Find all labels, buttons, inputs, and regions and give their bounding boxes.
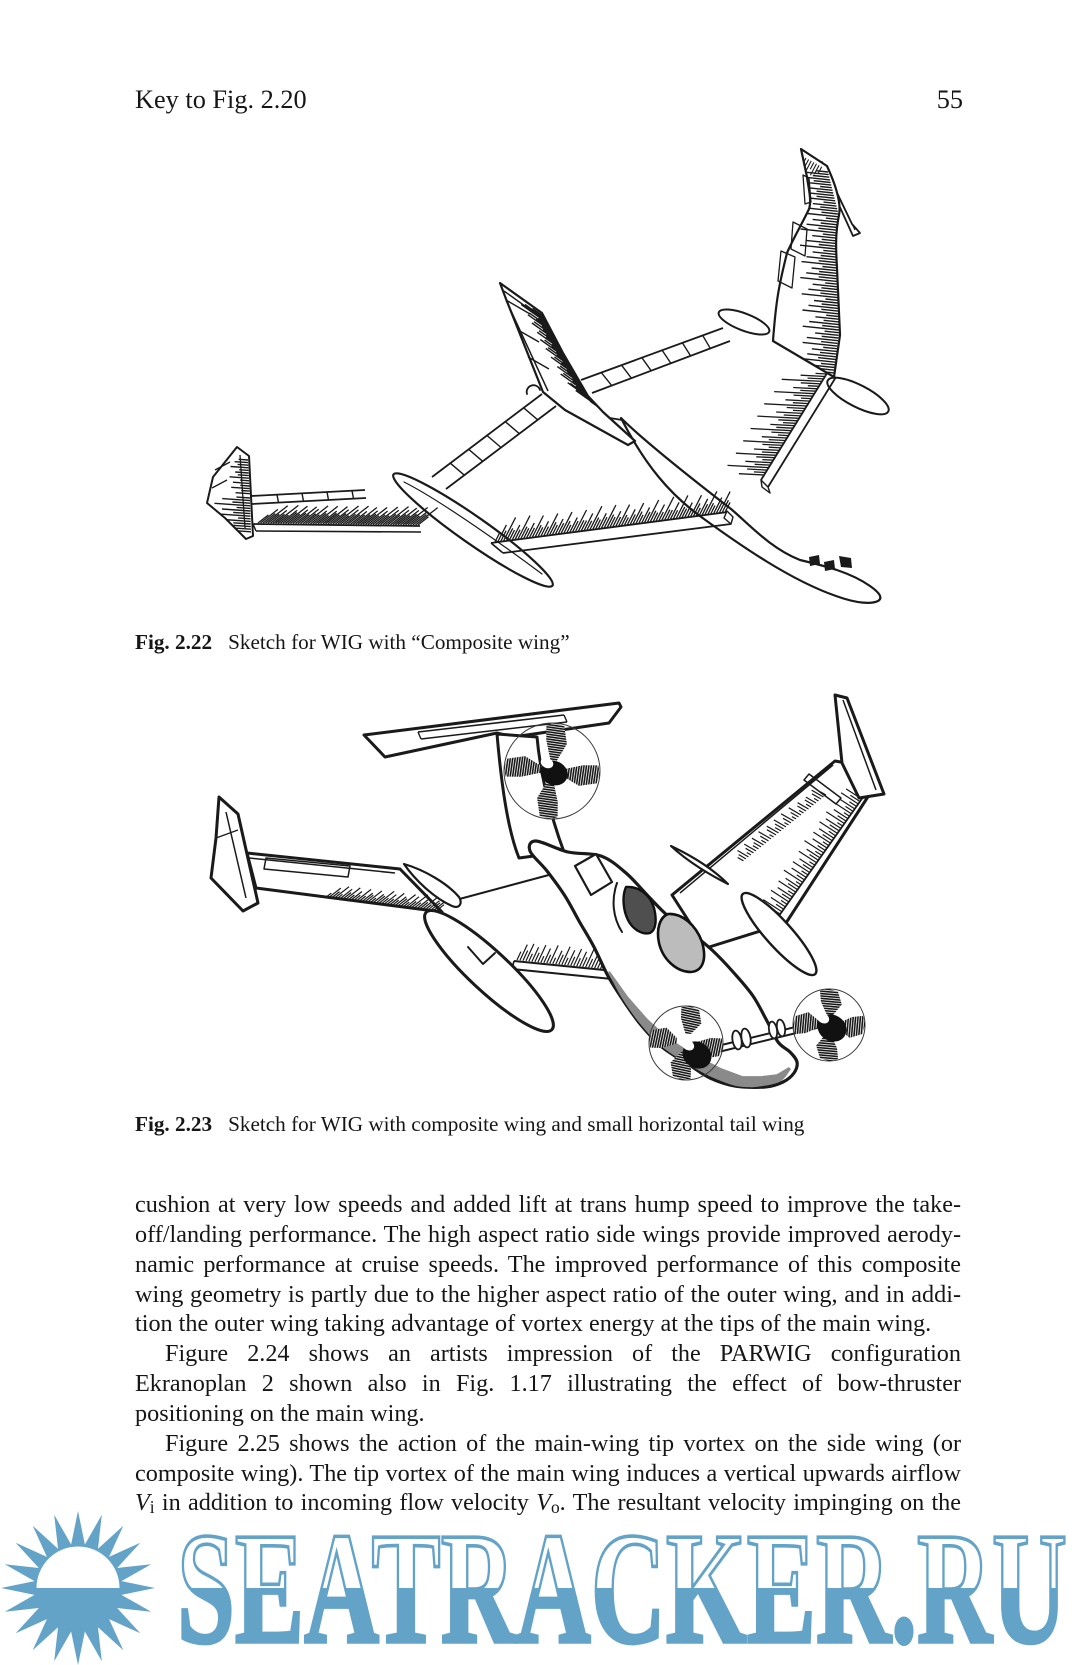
- svg-text:SEATRACKER.RU: SEATRACKER.RU: [177, 1499, 1067, 1665]
- svg-text:SEATRACKER.RU: SEATRACKER.RU: [177, 1499, 1067, 1665]
- svg-text:SEATRACKER.RU: SEATRACKER.RU: [177, 1499, 1067, 1665]
